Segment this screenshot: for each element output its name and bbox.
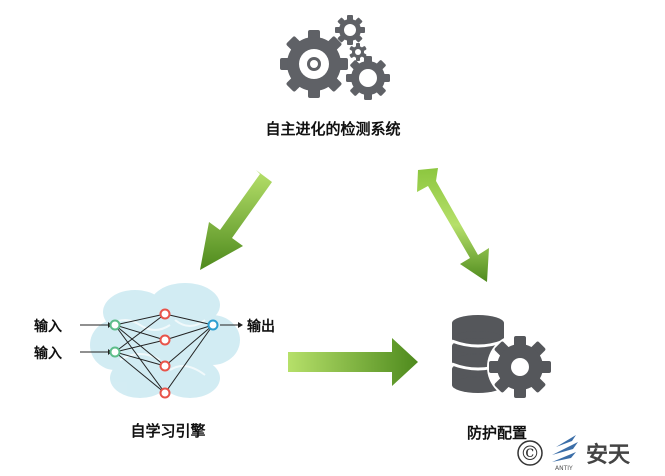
antiy-logo-icon <box>552 435 578 462</box>
database-gear-icon <box>451 315 553 400</box>
arrow-learning-to-protection <box>288 338 418 386</box>
gears-icon <box>280 15 390 100</box>
brand-name: 安天 <box>586 442 631 468</box>
learning-engine-label: 自学习引擎 <box>130 422 205 440</box>
output-label: 输出 <box>247 318 275 335</box>
neural-network-brain-icon <box>80 283 243 399</box>
copyright-symbol: © <box>520 441 540 465</box>
protection-config-label: 防护配置 <box>467 424 527 442</box>
input-label-2: 输入 <box>34 345 62 362</box>
brand-subtitle: ANTIY <box>555 465 573 472</box>
detection-system-label: 自主进化的检测系统 <box>265 120 400 138</box>
arrow-detection-protection-bidirectional <box>417 168 489 282</box>
input-label-1: 输入 <box>34 318 62 335</box>
arrow-detection-to-learning <box>200 170 272 270</box>
brand-logo: © ANTIY 安天 <box>517 435 631 472</box>
